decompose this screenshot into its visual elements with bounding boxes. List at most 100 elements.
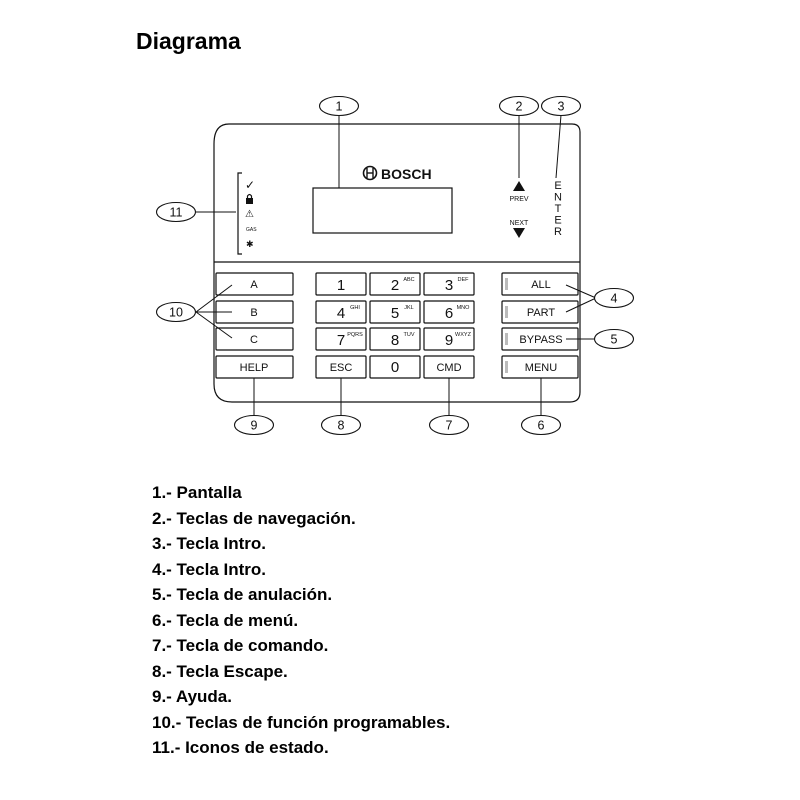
- callout-8: 8: [320, 414, 362, 436]
- callout-label: 11: [170, 206, 183, 220]
- fire-icon: ✱: [246, 239, 254, 249]
- callout-11: 11: [155, 201, 197, 223]
- callout-label: 9: [251, 419, 258, 433]
- check-icon: ✓: [245, 178, 255, 192]
- digit-label: 2: [391, 277, 399, 294]
- help-key[interactable]: HELP: [215, 355, 294, 379]
- digit-key-6[interactable]: 6 MNO: [423, 300, 475, 324]
- callout-4: 4: [593, 287, 635, 309]
- prev-label: PREV: [509, 196, 528, 203]
- enter-letter: R: [554, 226, 562, 238]
- legend-item: 1.- Pantalla: [152, 483, 242, 502]
- menu-indicator-led: [505, 361, 508, 373]
- legend-item: 10.- Teclas de función programables.: [152, 712, 451, 732]
- legend-item: 2.- Teclas de navegación.: [152, 508, 356, 528]
- zero-key[interactable]: 0: [369, 355, 421, 379]
- callout-label: 3: [558, 100, 565, 114]
- letters-label: ABC: [403, 277, 414, 283]
- letters-label: MNO: [457, 305, 471, 311]
- display-screen: [312, 187, 453, 234]
- callout-label: 2: [516, 100, 523, 114]
- callout-label: 8: [338, 419, 345, 433]
- part-indicator-led: [505, 306, 508, 318]
- leader-lines: [195, 114, 597, 415]
- legend-item: 9.- Ayuda.: [152, 687, 232, 706]
- lock-icon: [246, 193, 253, 204]
- digit-key-8[interactable]: 8 TUV: [369, 327, 421, 351]
- callout-6: 6: [520, 414, 562, 436]
- enter-letter: N: [554, 192, 562, 204]
- esc-key[interactable]: ESC: [315, 355, 367, 379]
- keypad-housing: [213, 123, 581, 403]
- bypass-key-label: BYPASS: [519, 334, 562, 346]
- cmd-key[interactable]: CMD: [423, 355, 475, 379]
- cmd-key-label: CMD: [436, 362, 461, 374]
- function-key-label: C: [250, 334, 258, 346]
- callout-label: 10: [169, 306, 183, 320]
- legend-item: 4.- Tecla Intro.: [152, 559, 266, 579]
- page-title: Diagrama: [136, 28, 241, 54]
- digit-key-3[interactable]: 3 DEF: [423, 272, 475, 296]
- callout-3: 3: [540, 95, 582, 117]
- legend-item: 7.- Tecla de comando.: [152, 636, 329, 655]
- function-key-label: B: [250, 307, 257, 319]
- callout-label: 6: [538, 419, 545, 433]
- bypass-indicator-led: [505, 333, 508, 345]
- digit-label: 4: [337, 305, 345, 322]
- digit-key-1[interactable]: 1: [315, 272, 367, 296]
- legend-item: 8.- Tecla Escape.: [152, 661, 288, 681]
- digit-label: 8: [391, 332, 399, 349]
- digit-label: 7: [337, 332, 345, 349]
- enter-letter: E: [554, 180, 561, 192]
- callout-2: 2: [498, 95, 540, 117]
- function-key-c[interactable]: C: [215, 327, 294, 351]
- prev-arrow-icon[interactable]: [513, 181, 525, 191]
- letters-label: TUV: [404, 332, 415, 338]
- digit-key-2[interactable]: 2 ABC: [369, 272, 421, 296]
- legend-item: 11.- Iconos de estado.: [152, 738, 329, 757]
- callout-10: 10: [155, 301, 197, 323]
- function-key-label: A: [250, 279, 258, 291]
- callout-7: 7: [428, 414, 470, 436]
- callout-label: 5: [611, 333, 618, 347]
- bosch-logo-icon: [362, 165, 378, 181]
- all-key-label: ALL: [531, 279, 551, 291]
- zero-key-label: 0: [391, 359, 399, 376]
- part-key-label: PART: [527, 307, 556, 319]
- brand-label: BOSCH: [381, 166, 432, 182]
- callout-1: 1: [318, 95, 360, 117]
- digit-label: 3: [445, 277, 453, 294]
- enter-letter: E: [554, 215, 561, 227]
- next-label: NEXT: [510, 220, 529, 227]
- callout-label: 7: [446, 419, 453, 433]
- letters-label: WXYZ: [455, 332, 472, 338]
- legend-item: 3.- Tecla Intro.: [152, 534, 266, 553]
- warning-icon: ⚠: [245, 209, 254, 220]
- legend-list: 1.- Pantalla 2.- Teclas de navegación. 3.-…: [152, 480, 450, 761]
- menu-key-label: MENU: [525, 362, 557, 374]
- digit-label: 6: [445, 305, 453, 322]
- legend-item: 5.- Tecla de anulación.: [152, 585, 333, 604]
- enter-letter: T: [555, 203, 562, 215]
- callout-label: 4: [611, 292, 618, 306]
- menu-key[interactable]: MENU: [501, 355, 579, 379]
- gas-icon: GAS: [246, 227, 257, 233]
- letters-label: DEF: [458, 277, 470, 283]
- status-bracket: [237, 172, 242, 255]
- digit-label: 9: [445, 332, 453, 349]
- esc-key-label: ESC: [330, 362, 353, 374]
- letters-label: PQRS: [347, 332, 363, 338]
- callout-5: 5: [593, 328, 635, 350]
- part-key[interactable]: PART: [501, 300, 579, 324]
- function-key-a[interactable]: A: [215, 272, 294, 296]
- callout-label: 1: [336, 100, 343, 114]
- all-key[interactable]: ALL: [501, 272, 579, 296]
- next-arrow-icon[interactable]: [513, 228, 525, 238]
- callout-9: 9: [233, 414, 275, 436]
